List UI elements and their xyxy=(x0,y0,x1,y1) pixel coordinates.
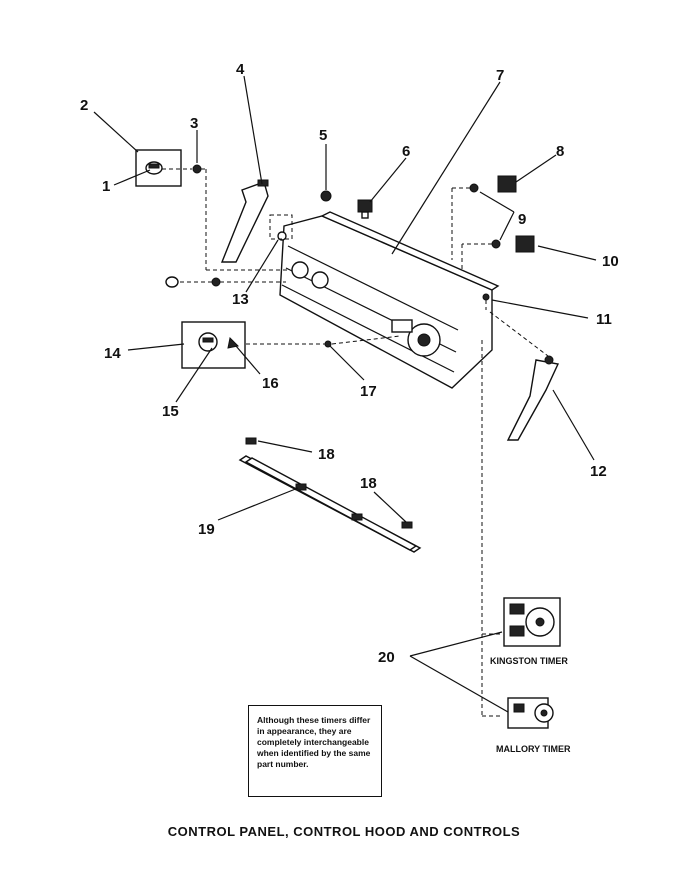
part-18-clip-b xyxy=(401,521,413,529)
part-15-knob xyxy=(198,332,218,352)
part-10-switch xyxy=(491,235,535,253)
timer-note-box: Although these timers differ in appearan… xyxy=(248,705,382,797)
callout-1: 1 xyxy=(102,178,110,195)
timer-note-text: Although these timers differ in appearan… xyxy=(257,715,371,769)
part-3-washer xyxy=(192,164,202,174)
part-8-switch xyxy=(469,175,517,193)
callout-12: 12 xyxy=(590,463,607,480)
part-5-nut xyxy=(320,190,332,202)
part-7-control-panel xyxy=(279,211,500,389)
part-17-clip xyxy=(324,340,332,348)
kingston-timer xyxy=(503,597,561,647)
callout-10: 10 xyxy=(602,253,619,270)
part-6-switch xyxy=(357,199,373,219)
mallory-timer xyxy=(507,697,554,729)
callout-15: 15 xyxy=(162,403,179,420)
part-12-hood-end-right xyxy=(506,359,560,441)
part-18-clip-a xyxy=(245,437,257,445)
part-16-washer xyxy=(227,336,240,349)
knob-lower-left xyxy=(165,276,221,288)
callout-9: 9 xyxy=(518,211,526,228)
callout-19: 19 xyxy=(198,521,215,538)
part-1-knob xyxy=(145,161,163,175)
callout-13: 13 xyxy=(232,291,249,308)
callout-16: 16 xyxy=(262,375,279,392)
callout-4: 4 xyxy=(236,61,245,78)
callout-18b: 18 xyxy=(360,475,377,492)
part-11-screw xyxy=(482,293,490,301)
part-13-knob xyxy=(277,231,287,241)
callout-8: 8 xyxy=(556,143,564,160)
kingston-timer-label: KINGSTON TIMER xyxy=(490,656,568,666)
mallory-timer-label: MALLORY TIMER xyxy=(496,744,571,754)
callout-14: 14 xyxy=(104,345,121,362)
callout-5: 5 xyxy=(319,127,327,144)
diagram-caption: CONTROL PANEL, CONTROL HOOD AND CONTROLS xyxy=(167,824,521,839)
callout-11: 11 xyxy=(596,311,612,328)
callout-2: 2 xyxy=(80,97,88,114)
callout-6: 6 xyxy=(402,143,410,160)
callout-20: 20 xyxy=(378,649,395,666)
callout-18a: 18 xyxy=(318,446,335,463)
callout-7: 7 xyxy=(496,67,504,84)
callout-17: 17 xyxy=(360,383,377,400)
part-4-hood-end-left xyxy=(220,181,269,263)
callout-3: 3 xyxy=(190,115,198,132)
